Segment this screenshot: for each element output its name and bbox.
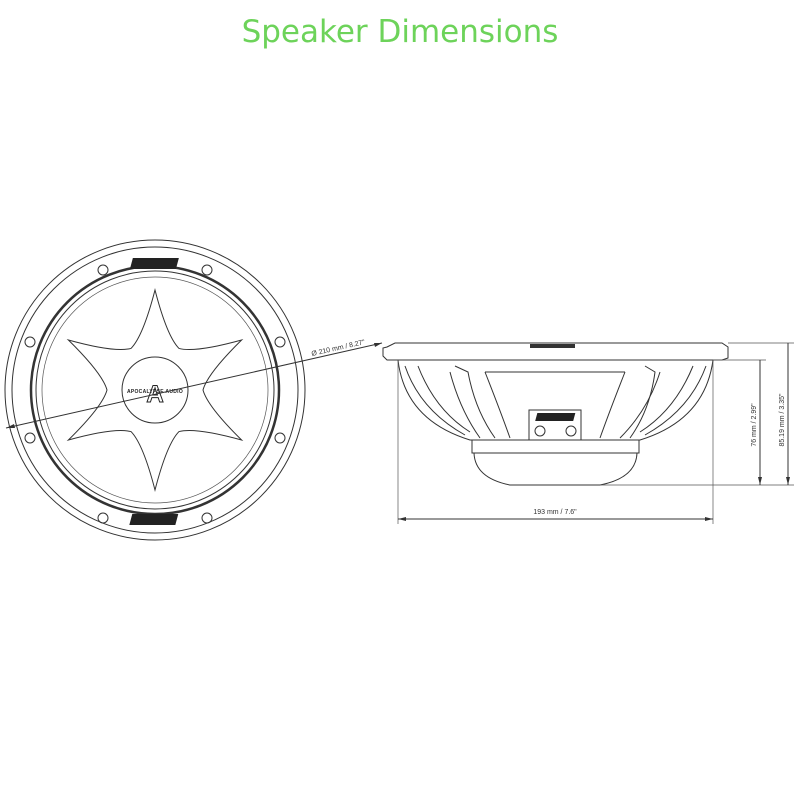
outer-frame — [4, 239, 306, 541]
width-label: 193 mm / 7.6" — [533, 509, 577, 516]
brand-logo-bottom — [129, 514, 179, 525]
side-view: 193 mm / 7.6" 76 mm / 2.99" 85.19 mm / 3… — [382, 342, 794, 524]
diameter-dimension-line — [5, 342, 383, 429]
center-logo-text: APOCALYPSE AUDIO — [127, 389, 183, 395]
brand-logo-top — [129, 258, 179, 269]
basket — [404, 365, 707, 439]
magnet — [471, 439, 640, 454]
bolt-holes — [24, 264, 286, 524]
page-title: Speaker Dimensions — [241, 14, 559, 50]
total-depth-label: 85.19 mm / 3.35" — [779, 393, 786, 447]
mount-depth-label: 76 mm / 2.99" — [751, 403, 758, 447]
front-view: A APOCALYPSE AUDIO Ø 210 mm / 8.27" — [4, 239, 383, 541]
mounting-flange — [382, 342, 729, 361]
star-cone — [66, 288, 244, 492]
